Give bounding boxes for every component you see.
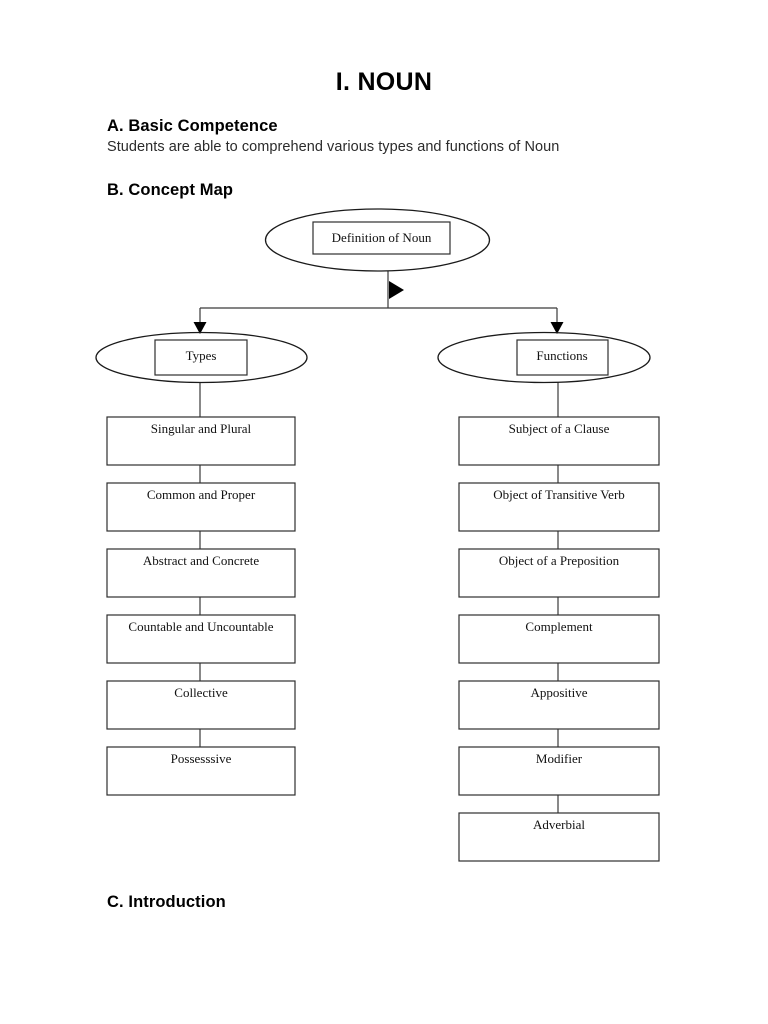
concept-item-label: Possesssive xyxy=(171,751,232,766)
concept-item-label: Appositive xyxy=(530,685,587,700)
concept-item-label: Modifier xyxy=(536,751,583,766)
concept-item: Singular and Plural xyxy=(106,416,296,466)
concept-item: Modifier xyxy=(458,746,660,796)
connector-layer xyxy=(193,271,564,813)
concept-item: Object of Transitive Verb xyxy=(458,482,660,532)
concept-item: Abstract and Concrete xyxy=(106,548,296,598)
concept-item-box xyxy=(458,746,660,796)
section-heading-introduction: C. Introduction xyxy=(107,893,226,911)
branch-arrow-left xyxy=(193,322,207,334)
concept-item: Complement xyxy=(458,614,660,664)
section-heading-concept-map: B. Concept Map xyxy=(107,181,234,199)
concept-item-box xyxy=(106,482,296,532)
concept-item-label: Complement xyxy=(525,619,593,634)
branch-label-functions: Functions xyxy=(536,348,587,363)
concept-item: Possesssive xyxy=(106,746,296,796)
section-heading-basic-competence: A. Basic Competence xyxy=(107,117,278,135)
concept-item: Subject of a Clause xyxy=(458,416,660,466)
concept-item-label: Object of a Preposition xyxy=(499,553,620,568)
branch-types: Types xyxy=(95,331,308,384)
branch-ellipse-types xyxy=(95,331,308,384)
concept-item-label: Singular and Plural xyxy=(151,421,252,436)
concept-item-label: Object of Transitive Verb xyxy=(493,487,625,502)
concept-item-label: Adverbial xyxy=(533,817,585,832)
definition-ellipse xyxy=(264,208,491,272)
basic-competence-body-text: Students are able to comprehend various … xyxy=(107,139,560,155)
concept-item-box xyxy=(106,548,296,598)
concept-item-box xyxy=(106,680,296,730)
concept-item-box xyxy=(106,614,296,664)
concept-item-box xyxy=(458,812,660,862)
node-definition-of-noun: Definition of Noun xyxy=(264,208,491,272)
concept-item-label: Collective xyxy=(174,685,228,700)
concept-item-label: Countable and Uncountable xyxy=(128,619,273,634)
concept-item: Appositive xyxy=(458,680,660,730)
concept-item-box xyxy=(106,746,296,796)
branch-functions: Functions xyxy=(437,331,651,384)
branch-box-types xyxy=(154,339,248,376)
concept-item-label: Abstract and Concrete xyxy=(143,553,259,568)
branch-box-functions xyxy=(516,339,609,376)
concept-item-box xyxy=(458,482,660,532)
branch-label-types: Types xyxy=(186,348,217,363)
concept-item-box xyxy=(458,680,660,730)
concept-item-label: Subject of a Clause xyxy=(509,421,610,436)
concept-item-box xyxy=(106,416,296,466)
definition-box xyxy=(312,221,451,255)
root-stem-triangle-marker xyxy=(389,281,404,299)
concept-item: Countable and Uncountable xyxy=(106,614,296,664)
concept-item-box xyxy=(458,614,660,664)
definition-label: Definition of Noun xyxy=(332,230,432,245)
concept-item: Adverbial xyxy=(458,812,660,862)
concept-item-label: Common and Proper xyxy=(147,487,256,502)
concept-item: Common and Proper xyxy=(106,482,296,532)
page-title: I. NOUN xyxy=(335,68,433,96)
branch-arrow-right xyxy=(550,322,564,334)
concept-item: Collective xyxy=(106,680,296,730)
branch-ellipse-functions xyxy=(437,331,651,384)
concept-item-box xyxy=(458,416,660,466)
concept-item: Object of a Preposition xyxy=(458,548,660,598)
concept-item-box xyxy=(458,548,660,598)
